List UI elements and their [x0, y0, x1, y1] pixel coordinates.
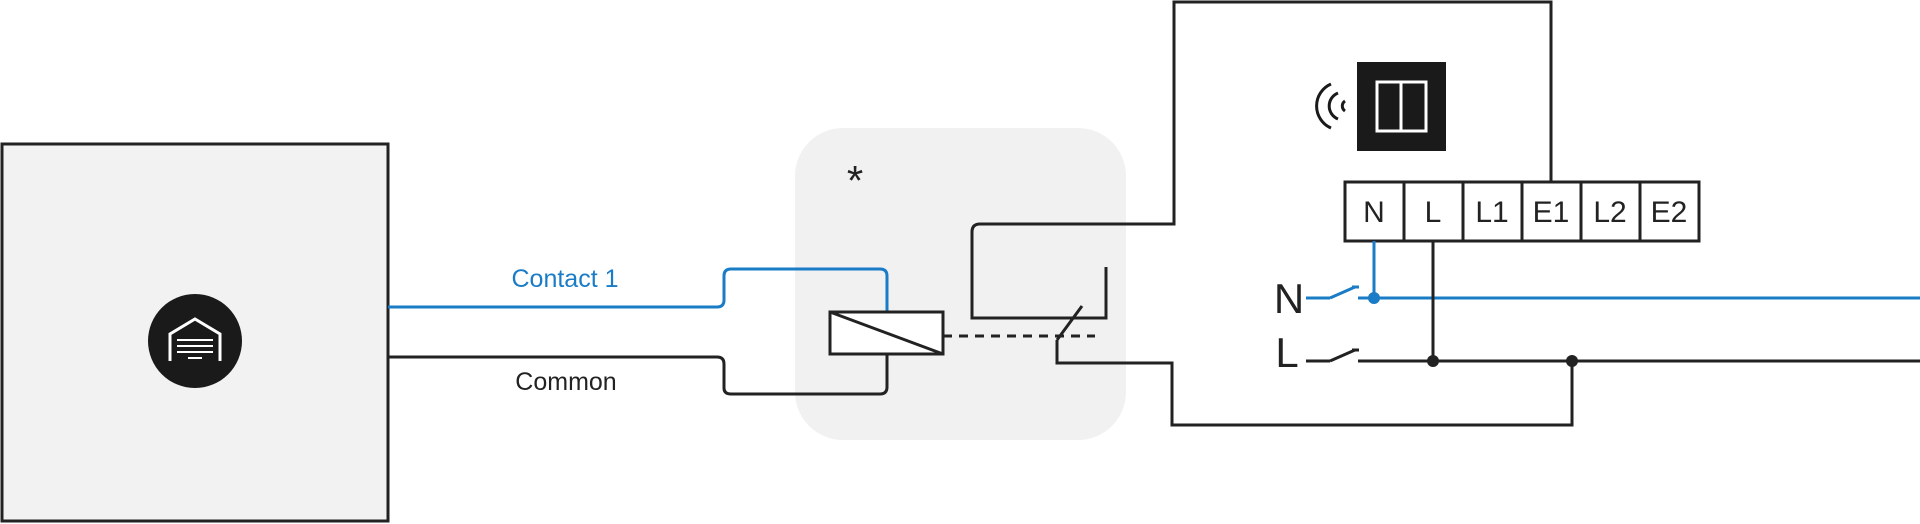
terminal-l2: [1579, 180, 1642, 243]
contact-wire-label: Contact 1: [511, 265, 618, 293]
live-supply-label: L: [1275, 329, 1298, 376]
terminal-label-l1: L1: [1475, 196, 1508, 229]
neutral-breaker-blade: [1329, 285, 1356, 300]
contact-wire: [388, 267, 889, 312]
garage-door-icon: [148, 294, 242, 388]
wireless-signal-icon: [1315, 82, 1347, 130]
relay-coil: [828, 310, 945, 356]
terminal-label-e2: E2: [1651, 196, 1688, 229]
neutral-supply-label: N: [1274, 275, 1304, 322]
terminal-l1: [1461, 180, 1524, 243]
relay-zone: [795, 128, 1126, 440]
terminal-label-l2: L2: [1593, 196, 1626, 229]
relay-output-wire: [970, 0, 1553, 320]
terminal-e2: [1638, 180, 1701, 243]
live-breaker-blade: [1329, 348, 1356, 363]
terminal-block: N L L1 E1 L2 E2: [1343, 180, 1701, 243]
relay-contact-blade: [1055, 305, 1084, 341]
common-wire: [388, 354, 889, 396]
live-junction-dot-return: [1566, 355, 1578, 367]
neutral-junction-dot: [1368, 292, 1380, 304]
common-wire-label: Common: [515, 368, 616, 396]
terminal-label-e1: E1: [1533, 196, 1570, 229]
relay-return-wire: [1055, 340, 1574, 427]
terminal-label-n: N: [1363, 196, 1385, 229]
relay-note-marker: *: [847, 157, 863, 204]
double-rocker-switch-icon: [1357, 62, 1446, 151]
terminal-label-l: L: [1425, 196, 1442, 229]
live-junction-dot-terminal: [1427, 355, 1439, 367]
